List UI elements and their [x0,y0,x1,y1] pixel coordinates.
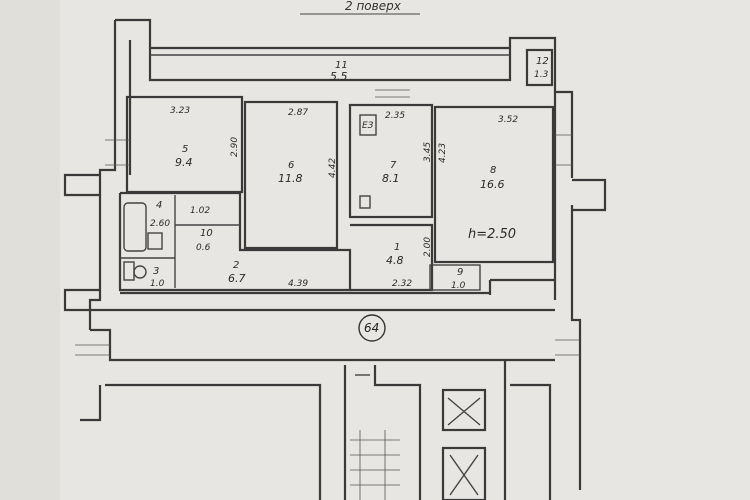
room-area: 8.1 [382,172,400,185]
room-number: 8 [490,165,496,176]
room-number: 6 [288,160,294,171]
building-number-badge [358,314,386,342]
dimension: 2.90 [230,137,240,157]
room-number: 5 [182,144,188,155]
ceiling-height-label: h=2.50 [468,227,516,242]
room-area: 5.5 [330,70,348,83]
room-area: 2.60 [150,219,170,229]
room-number: 10 [200,228,213,239]
room-number: 1 [394,242,400,253]
outer-walls [63,18,607,490]
common-area [75,308,580,500]
room-area: 11.8 [278,172,303,185]
room-number: 12 [536,56,549,67]
room-number: 11 [335,60,348,71]
dimension: 2.87 [288,108,308,118]
room-labels: 5 9.4 6 11.8 7 8.1 8 16.6 4 2.60 10 0.6 … [150,56,549,291]
room-number: 7 [390,160,397,171]
room-area: 0.6 [196,243,211,253]
dimension: 2.00 [423,237,433,257]
dimension-labels: 3.23 2.87 2.35 3.52 2.90 4.42 3.45 4.23 … [170,106,518,289]
room-area: 4.8 [386,254,404,267]
room-number: 2 [233,260,239,271]
building-number: 64 [364,321,379,335]
dimension: 3.52 [498,115,518,125]
room-area: 1.3 [534,70,549,80]
room-walls [118,95,555,295]
room-area: 16.6 [480,178,505,191]
dimension: 4.42 [328,158,338,178]
room-area: 1.0 [150,279,165,289]
room-number: 3 [153,266,159,277]
room-area: 1.0 [451,281,466,291]
room-area: 9.4 [175,156,193,169]
dimension: 3.23 [170,106,190,116]
dimension: 4.23 [438,143,448,163]
room-number: 4 [156,200,162,211]
dimension: 2.32 [392,279,412,289]
plan-title: 2 поверх [345,0,402,13]
dimension: 1.02 [190,206,210,216]
bathroom-fixtures [123,114,377,281]
dimension: 3.45 [423,142,433,162]
room-number: 9 [457,267,463,278]
dimension: 4.39 [288,279,308,289]
room-area: 6.7 [228,272,246,285]
window-marks [105,89,572,166]
dimension: 2.35 [385,111,405,121]
appliance-marker: ЕЗ [362,121,374,131]
